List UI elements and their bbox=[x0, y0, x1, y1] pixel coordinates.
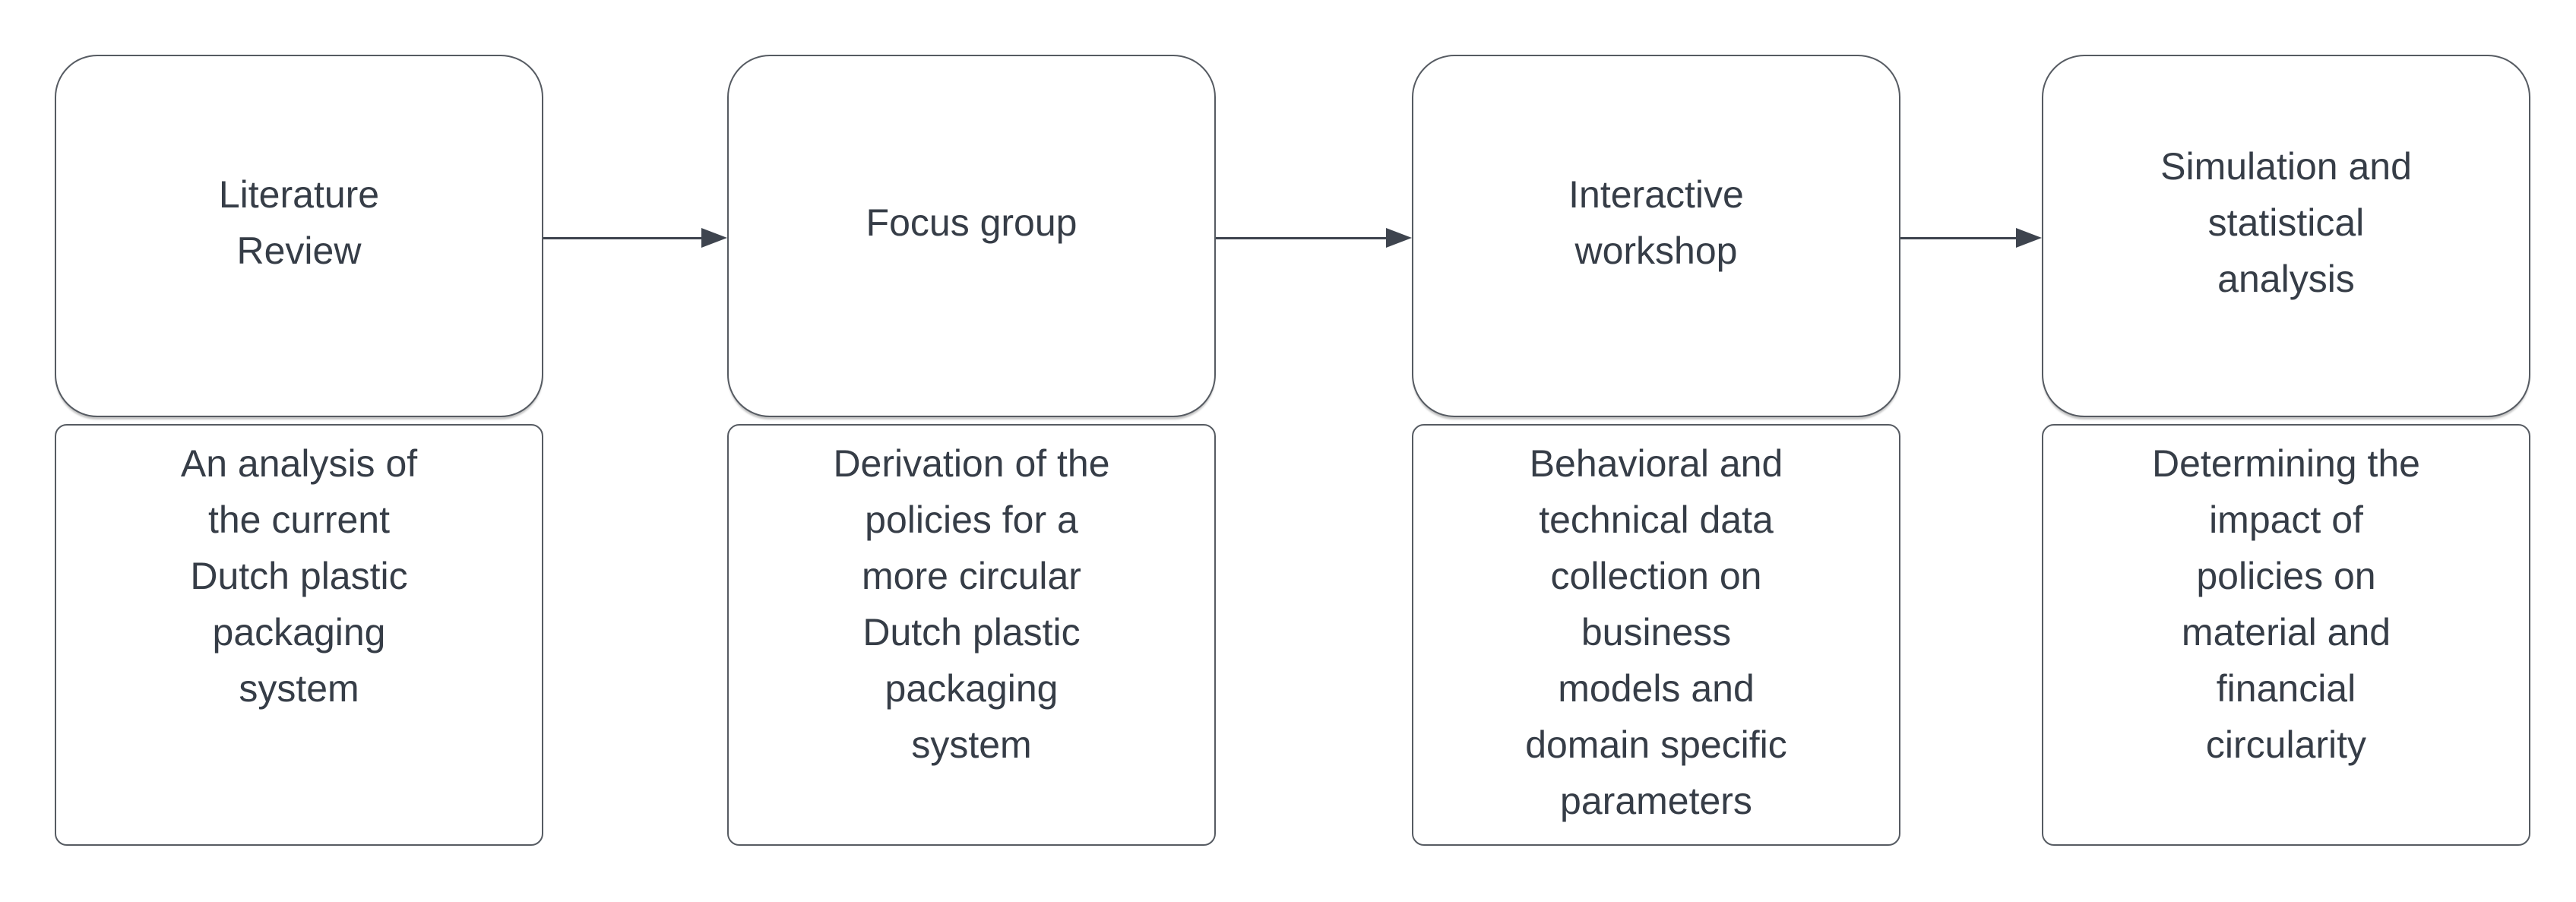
stage-description-box-focus-group: Derivation of the policies for a more ci… bbox=[727, 424, 1216, 846]
arrow-shaft bbox=[543, 236, 706, 239]
arrow-shaft bbox=[1216, 236, 1391, 239]
stage-title-box-simulation-analysis: Simulation and statistical analysis bbox=[2042, 55, 2530, 417]
stage-column-interactive-workshop: Interactive workshop Behavioral and tech… bbox=[1412, 0, 1900, 902]
arrow-shaft bbox=[1900, 236, 2021, 239]
stage-title: Literature Review bbox=[218, 172, 380, 272]
stage-description-box-simulation-analysis: Determining the impact of policies on ma… bbox=[2042, 424, 2530, 846]
stage-title-box-focus-group: Focus group bbox=[727, 55, 1216, 417]
arrow-head-icon bbox=[2016, 228, 2042, 248]
stage-description: Determining the impact of policies on ma… bbox=[2152, 442, 2420, 766]
stage-title: Simulation and statistical analysis bbox=[2160, 144, 2412, 300]
stage-description: Behavioral and technical data collection… bbox=[1525, 442, 1787, 822]
stage-title-box-literature-review: Literature Review bbox=[55, 55, 543, 417]
stage-column-focus-group: Focus group Derivation of the policies f… bbox=[727, 0, 1216, 902]
stage-description-box-literature-review: An analysis of the current Dutch plastic… bbox=[55, 424, 543, 846]
stage-title: Interactive workshop bbox=[1568, 172, 1744, 272]
stage-column-literature-review: Literature Review An analysis of the cur… bbox=[55, 0, 543, 902]
arrow-head-icon bbox=[701, 228, 727, 248]
stage-description-box-interactive-workshop: Behavioral and technical data collection… bbox=[1412, 424, 1900, 846]
arrow-head-icon bbox=[1386, 228, 1412, 248]
stage-description: Derivation of the policies for a more ci… bbox=[833, 442, 1110, 766]
stage-title-box-interactive-workshop: Interactive workshop bbox=[1412, 55, 1900, 417]
stage-title: Focus group bbox=[866, 201, 1078, 244]
stage-description: An analysis of the current Dutch plastic… bbox=[180, 442, 418, 710]
stage-column-simulation-analysis: Simulation and statistical analysis Dete… bbox=[2042, 0, 2530, 902]
